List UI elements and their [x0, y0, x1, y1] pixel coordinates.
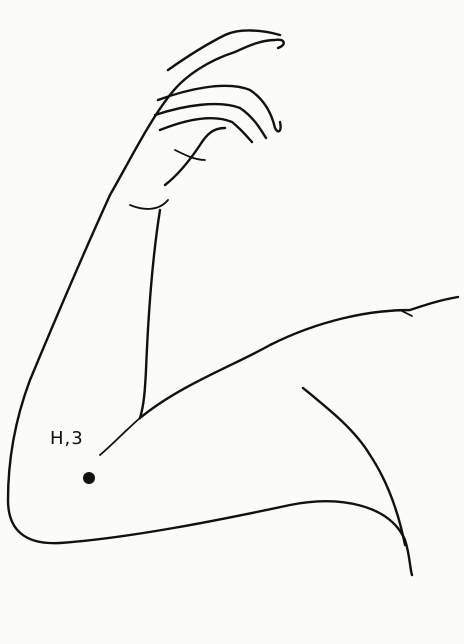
- point-marker: [83, 472, 95, 484]
- point-label: H,3: [50, 428, 84, 449]
